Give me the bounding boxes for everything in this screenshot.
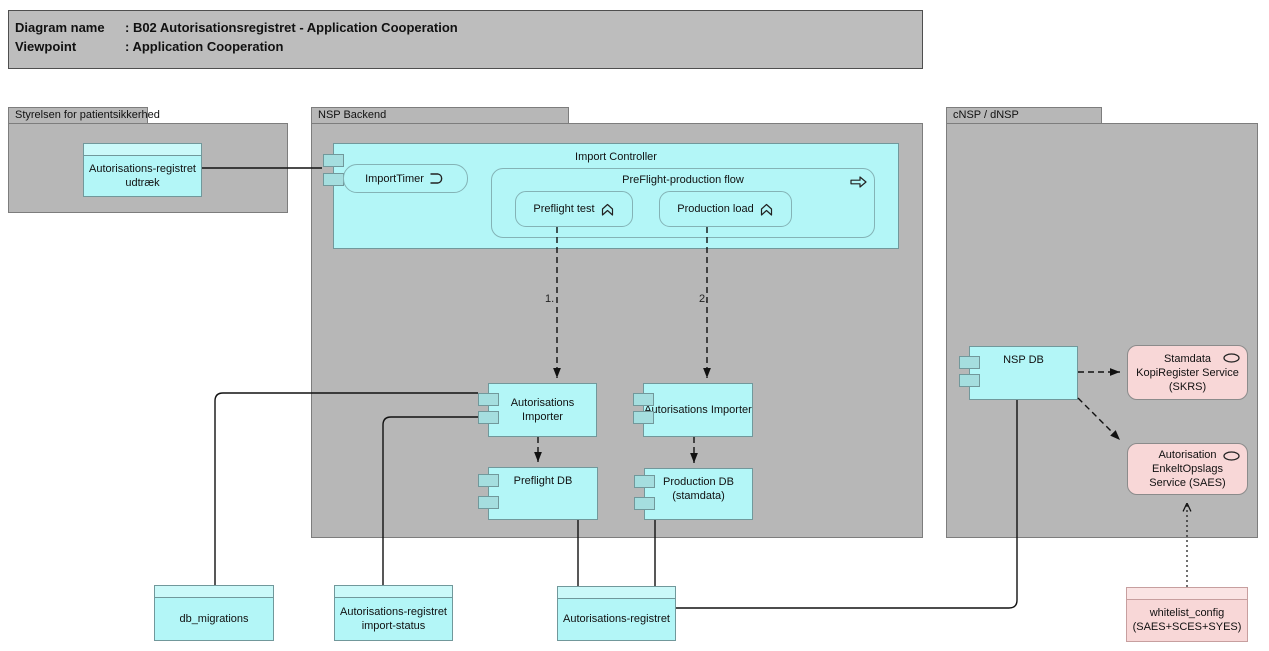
node-import-timer[interactable]: ImportTimer [343,164,468,193]
diagram-title-box: Diagram name : B02 Autorisationsregistre… [8,10,923,69]
node-label: Autorisations-registret udtræk [89,162,196,189]
node-label: Autorisations Importer [510,397,575,423]
function-icon [760,203,772,216]
node-production-load[interactable]: Production load [659,191,792,227]
data-object-band [155,586,273,598]
component-port [323,173,344,186]
node-nsp-db[interactable]: NSP DB [959,346,1078,400]
data-object-band [84,144,201,156]
component-port [634,475,655,488]
node-skrs-service[interactable]: Stamdata KopiRegister Service (SKRS) [1127,345,1248,400]
node-label: Autorisation EnkeltOpslags Service (SAES… [1149,449,1226,489]
component-port [959,374,980,387]
node-import-status[interactable]: Autorisations-registret import-status [334,585,453,641]
node-label: PreFlight-production flow [622,174,744,186]
component-port [634,497,655,510]
node-label: Autorisations-registret [563,613,670,625]
node-label: Import Controller [575,151,657,163]
group-label-styrelsen: Styrelsen for patientsikkerhed [15,109,160,121]
node-whitelist-config[interactable]: whitelist_config (SAES+SCES+SYES) [1126,587,1248,642]
node-label: Autorisations-registret import-status [340,605,447,632]
node-autorisations-importer-preflight[interactable]: Autorisations Importer [478,383,597,437]
data-object-band [558,587,675,599]
node-label: Production load [677,203,754,215]
data-object-band [1127,588,1247,600]
group-label-cnsp: cNSP / dNSP [953,109,1019,121]
node-label: whitelist_config (SAES+SCES+SYES) [1132,607,1242,633]
diagram-name-label: Diagram name [15,20,105,35]
diagram-name-value: : B02 Autorisationsregistret - Applicati… [125,20,458,35]
component-port [478,393,499,406]
edge-label-step1: 1. [545,293,555,305]
component-port [633,393,654,406]
component-port [633,411,654,424]
process-arrow-icon [850,176,867,192]
node-saes-service[interactable]: Autorisation EnkeltOpslags Service (SAES… [1127,443,1248,495]
node-production-db[interactable]: Production DB (stamdata) [634,468,753,520]
node-label: Preflight DB [513,475,573,487]
node-label: NSP DB [1003,354,1044,366]
node-db-migrations[interactable]: db_migrations [154,585,274,641]
group-tab-styrelsen[interactable]: Styrelsen for patientsikkerhed [8,107,160,124]
viewpoint-label: Viewpoint [15,39,77,54]
function-icon [601,203,613,216]
node-label: ImportTimer [365,172,424,185]
service-oval-icon [1223,353,1240,367]
node-label: db_migrations [179,612,249,625]
node-preflight-test[interactable]: Preflight test [515,191,633,227]
viewpoint-row: Viewpoint : Application Cooperation [15,37,922,56]
group-tab-nsp-backend[interactable]: NSP Backend [311,107,569,124]
component-port [959,356,980,369]
edge-label-step2: 2. [699,293,709,305]
group-label-nsp-backend: NSP Backend [318,109,387,121]
node-autorisationsregistret-udtraek[interactable]: Autorisations-registret udtræk [83,143,202,197]
diagram-name-row: Diagram name : B02 Autorisationsregistre… [15,18,922,37]
group-tab-cnsp[interactable]: cNSP / dNSP [946,107,1102,124]
component-port [478,411,499,424]
data-object-band [335,586,452,598]
component-port [323,154,344,167]
node-autorisationsregistret[interactable]: Autorisations-registret [557,586,676,641]
node-preflight-db[interactable]: Preflight DB [478,467,598,520]
component-port [478,474,499,487]
node-label: Stamdata KopiRegister Service (SKRS) [1136,352,1239,393]
service-oval-icon [1223,451,1240,465]
viewpoint-value: : Application Cooperation [125,39,284,54]
node-label: Preflight test [533,203,595,215]
node-label: Production DB (stamdata) [663,476,734,502]
node-autorisations-importer-production[interactable]: Autorisations Importer [633,383,753,437]
event-icon [430,173,443,184]
component-port [478,496,499,509]
node-label: Autorisations Importer [644,404,752,416]
